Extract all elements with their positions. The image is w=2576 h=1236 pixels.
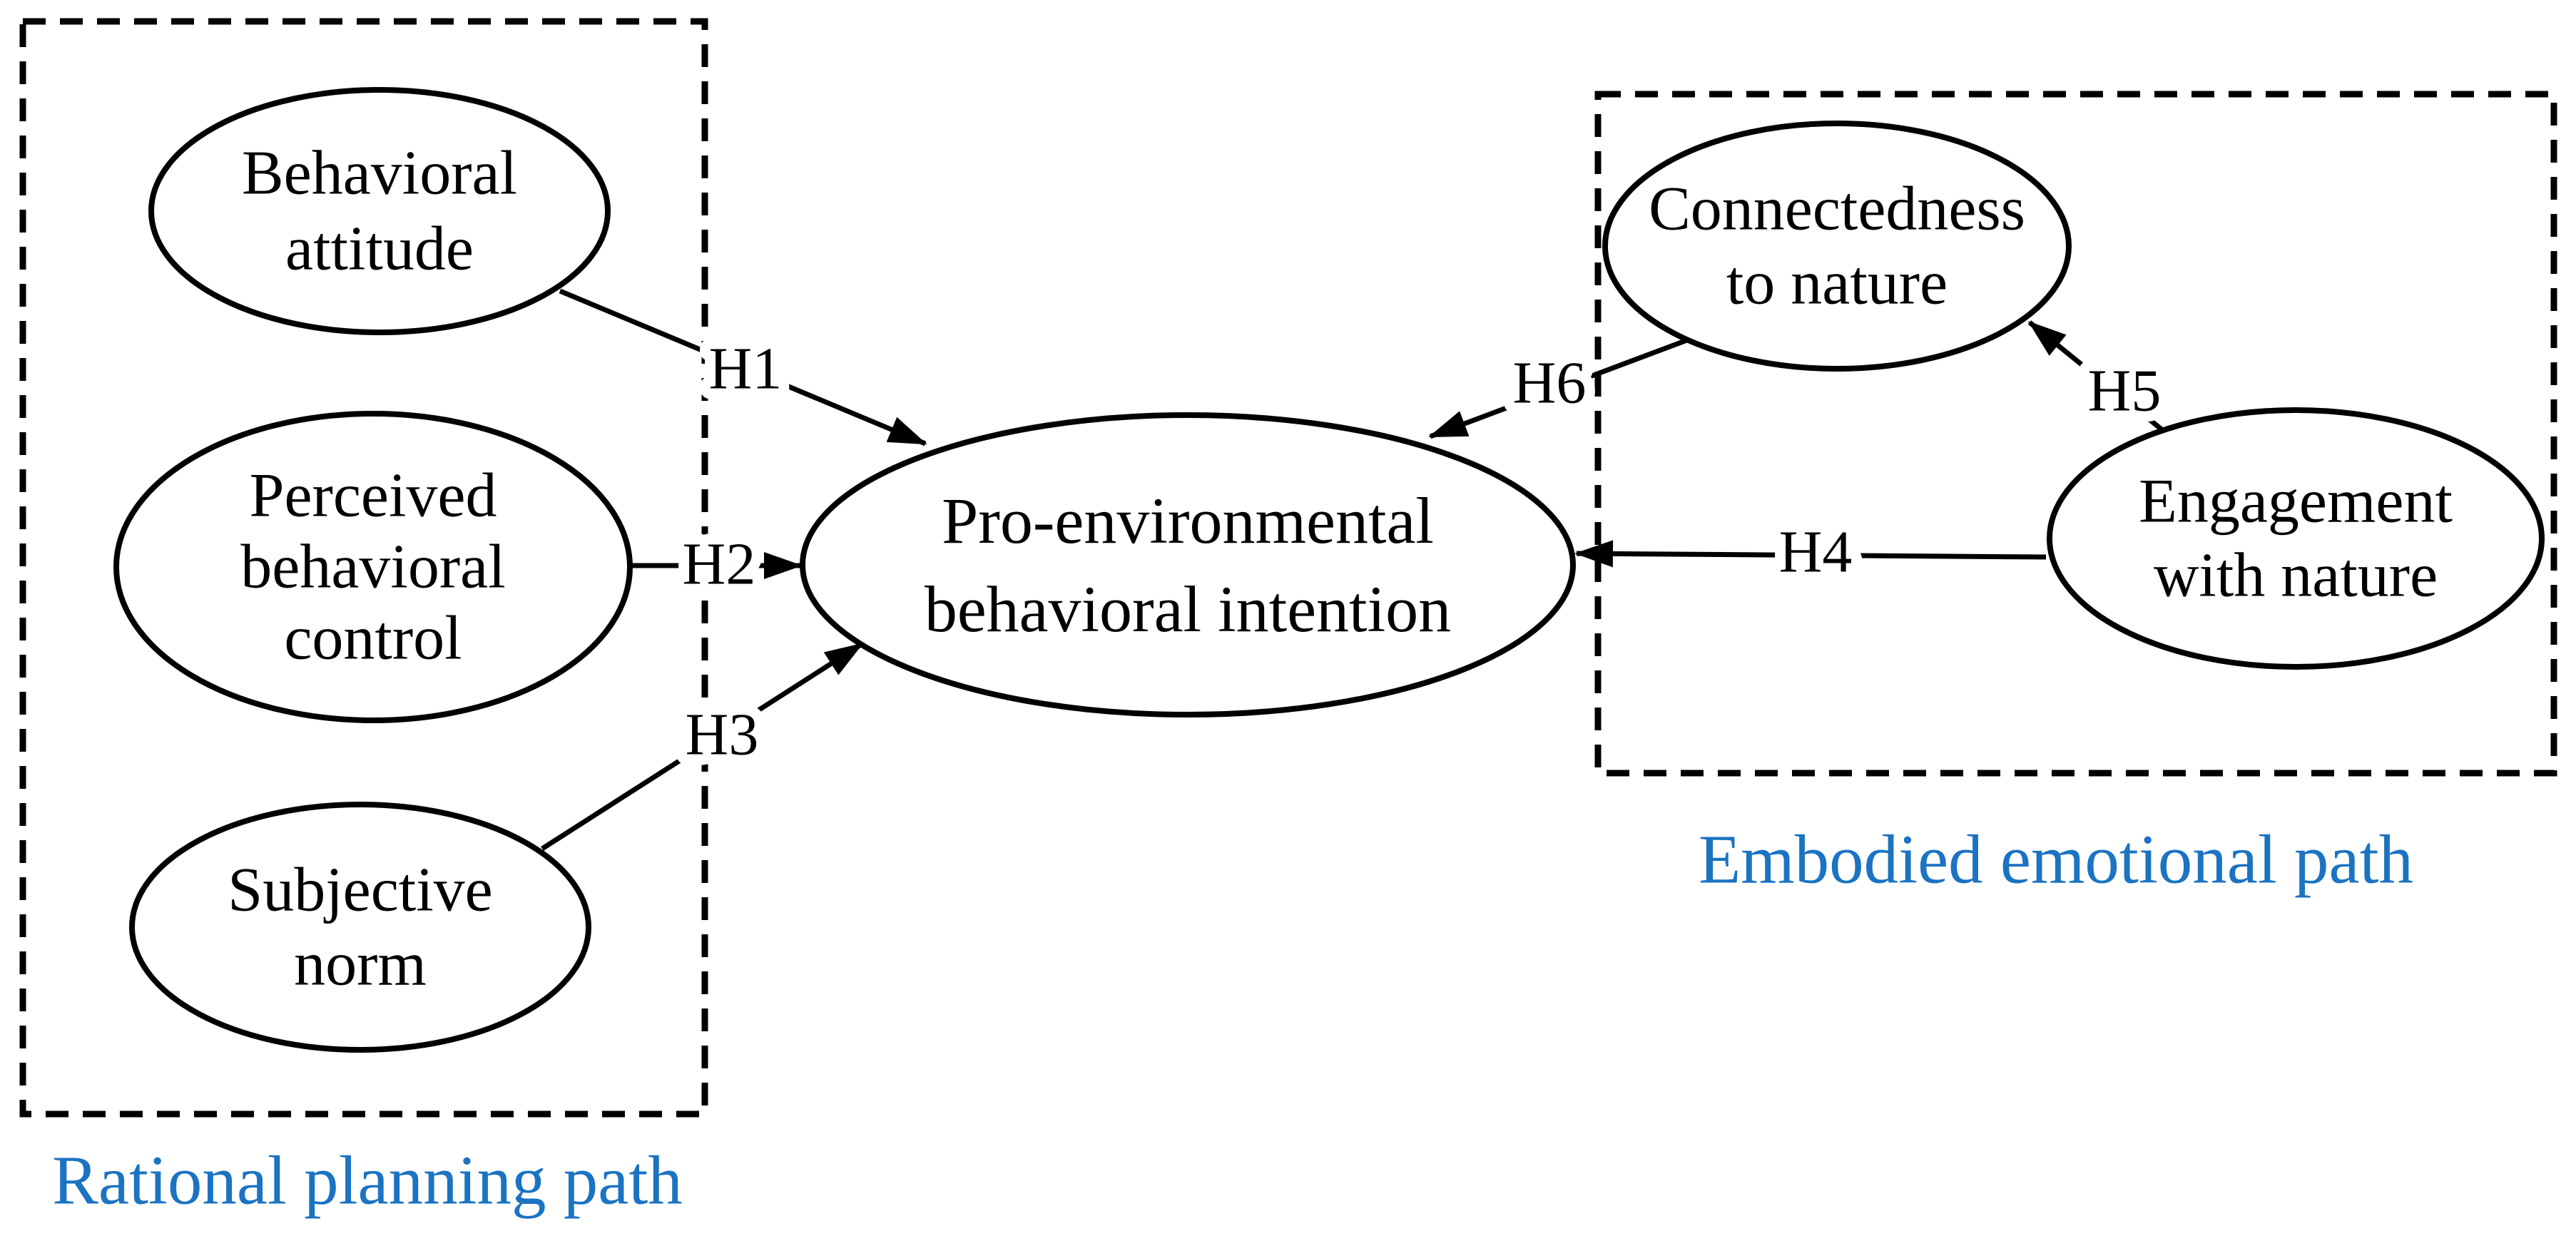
node-label-engagement-with-nature-line1: Engagement [2139, 467, 2453, 536]
node-label-perceived-behavioral-control-line2: behavioral [240, 533, 505, 602]
edge-label-h3: H3 [686, 702, 759, 768]
node-label-engagement-with-nature-line2: with nature [2154, 541, 2438, 611]
edge-label-h4: H4 [1779, 519, 1853, 586]
arrow-h1 [559, 288, 927, 446]
node-ellipse-connectedness-to-nature [1602, 121, 2072, 372]
arrow-h3 [541, 642, 864, 851]
node-label-connectedness-to-nature-line2: to nature [1726, 249, 1948, 318]
edge-label-h5: H5 [2088, 358, 2162, 424]
node-ellipse-subjective-norm [129, 802, 591, 1053]
node-ellipse-pro-environmental-behavioral-intention [800, 412, 1576, 717]
edge-label-h1: H1 [709, 336, 783, 402]
node-label-subjective-norm-line1: Subjective [228, 856, 492, 925]
node-label-pro-environmental-line2: behavioral intention [925, 573, 1451, 645]
arrow-h5 [2027, 320, 2171, 437]
edge-label-h6: H6 [1513, 350, 1587, 417]
node-label-perceived-behavioral-control-line3: control [284, 604, 462, 673]
node-label-subjective-norm-line2: norm [294, 930, 427, 999]
group-label-embodied-emotional-path: Embodied emotional path [1699, 822, 2413, 898]
node-ellipse-behavioral-attitude [148, 87, 611, 335]
node-ellipse-perceived-behavioral-control [113, 411, 633, 723]
node-label-behavioral-attitude-line2: attitude [285, 215, 474, 284]
node-label-pro-environmental-line1: Pro-environmental [942, 484, 1434, 557]
embodied-emotional-path-box [1594, 91, 2557, 777]
arrow-h6 [1428, 336, 1692, 439]
node-ellipse-engagement-with-nature [2047, 407, 2545, 670]
node-label-perceived-behavioral-control-line1: Perceived [250, 461, 497, 531]
node-label-connectedness-to-nature-line1: Connectedness [1649, 175, 2025, 244]
group-label-rational-planning-path: Rational planning path [52, 1143, 683, 1219]
arrow-h4 [1574, 540, 2047, 568]
edge-label-h2: H2 [683, 531, 756, 598]
node-label-behavioral-attitude-line1: Behavioral [242, 139, 517, 208]
